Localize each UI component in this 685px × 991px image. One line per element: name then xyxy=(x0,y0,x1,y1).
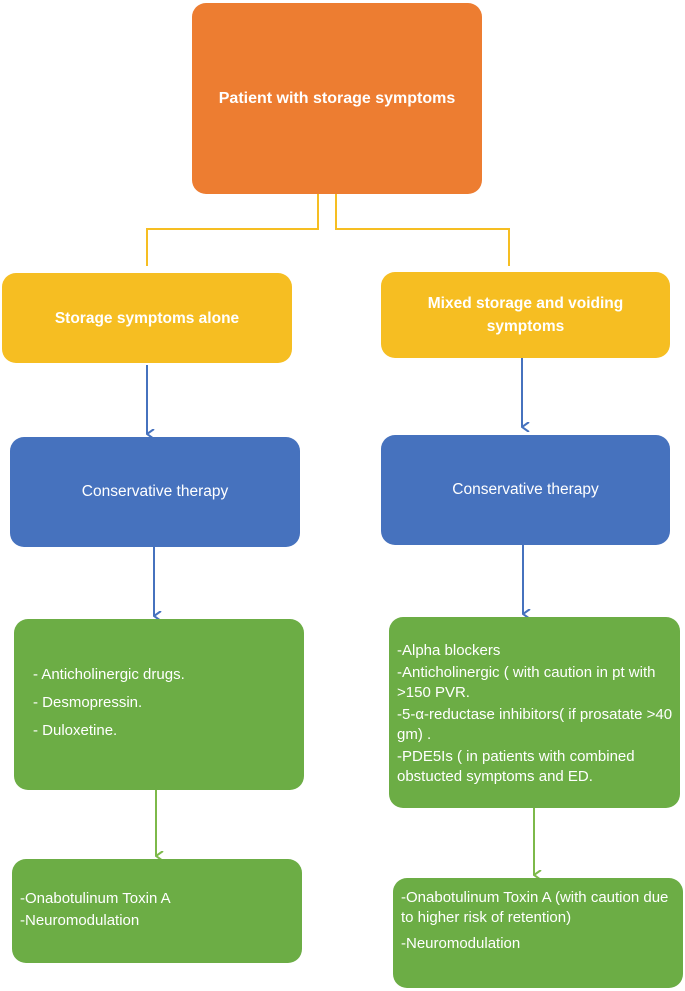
list-item: -5-α-reductase inhibitors( if prosatate … xyxy=(397,706,673,743)
list-item: -Anticholinergic ( with caution in pt wi… xyxy=(397,664,656,701)
left-category-box: Storage symptoms alone xyxy=(2,273,292,363)
right-category-box: Mixed storage and voiding symptoms xyxy=(381,272,670,358)
list-item: - Duloxetine. xyxy=(33,722,118,739)
left-treatments-box: - Anticholinergic drugs. - Desmopressin.… xyxy=(14,619,304,790)
left-therapy-box: Conservative therapy xyxy=(10,437,300,547)
list-item: -Neuromodulation xyxy=(20,912,140,929)
right-advanced-box: -Onabotulinum Toxin A (with caution due … xyxy=(393,878,683,988)
list-item: -PDE5Is ( in patients with combined obst… xyxy=(397,748,635,785)
list-item: - Desmopressin. xyxy=(33,694,143,711)
root-label: Patient with storage symptoms xyxy=(218,89,456,107)
left-therapy-label: Conservative therapy xyxy=(81,483,229,500)
right-treatments-box: -Alpha blockers -Anticholinergic ( with … xyxy=(389,617,680,808)
connector-root-left xyxy=(146,194,319,266)
list-item: -Onabotulinum Toxin A (with caution due … xyxy=(401,889,669,926)
connector-root-right xyxy=(335,194,510,266)
right-category-label: Mixed storage and voiding symptoms xyxy=(427,295,624,335)
right-therapy-box: Conservative therapy xyxy=(381,435,670,545)
right-therapy-label: Conservative therapy xyxy=(452,481,599,498)
root-box: Patient with storage symptoms xyxy=(192,3,482,194)
list-item: - Anticholinergic drugs. xyxy=(33,666,185,683)
left-category-label: Storage symptoms alone xyxy=(54,309,240,327)
list-item: -Neuromodulation xyxy=(401,935,521,952)
left-advanced-box: -Onabotulinum Toxin A -Neuromodulation xyxy=(12,859,302,963)
list-item: -Onabotulinum Toxin A xyxy=(20,890,171,907)
list-item: -Alpha blockers xyxy=(397,642,501,659)
